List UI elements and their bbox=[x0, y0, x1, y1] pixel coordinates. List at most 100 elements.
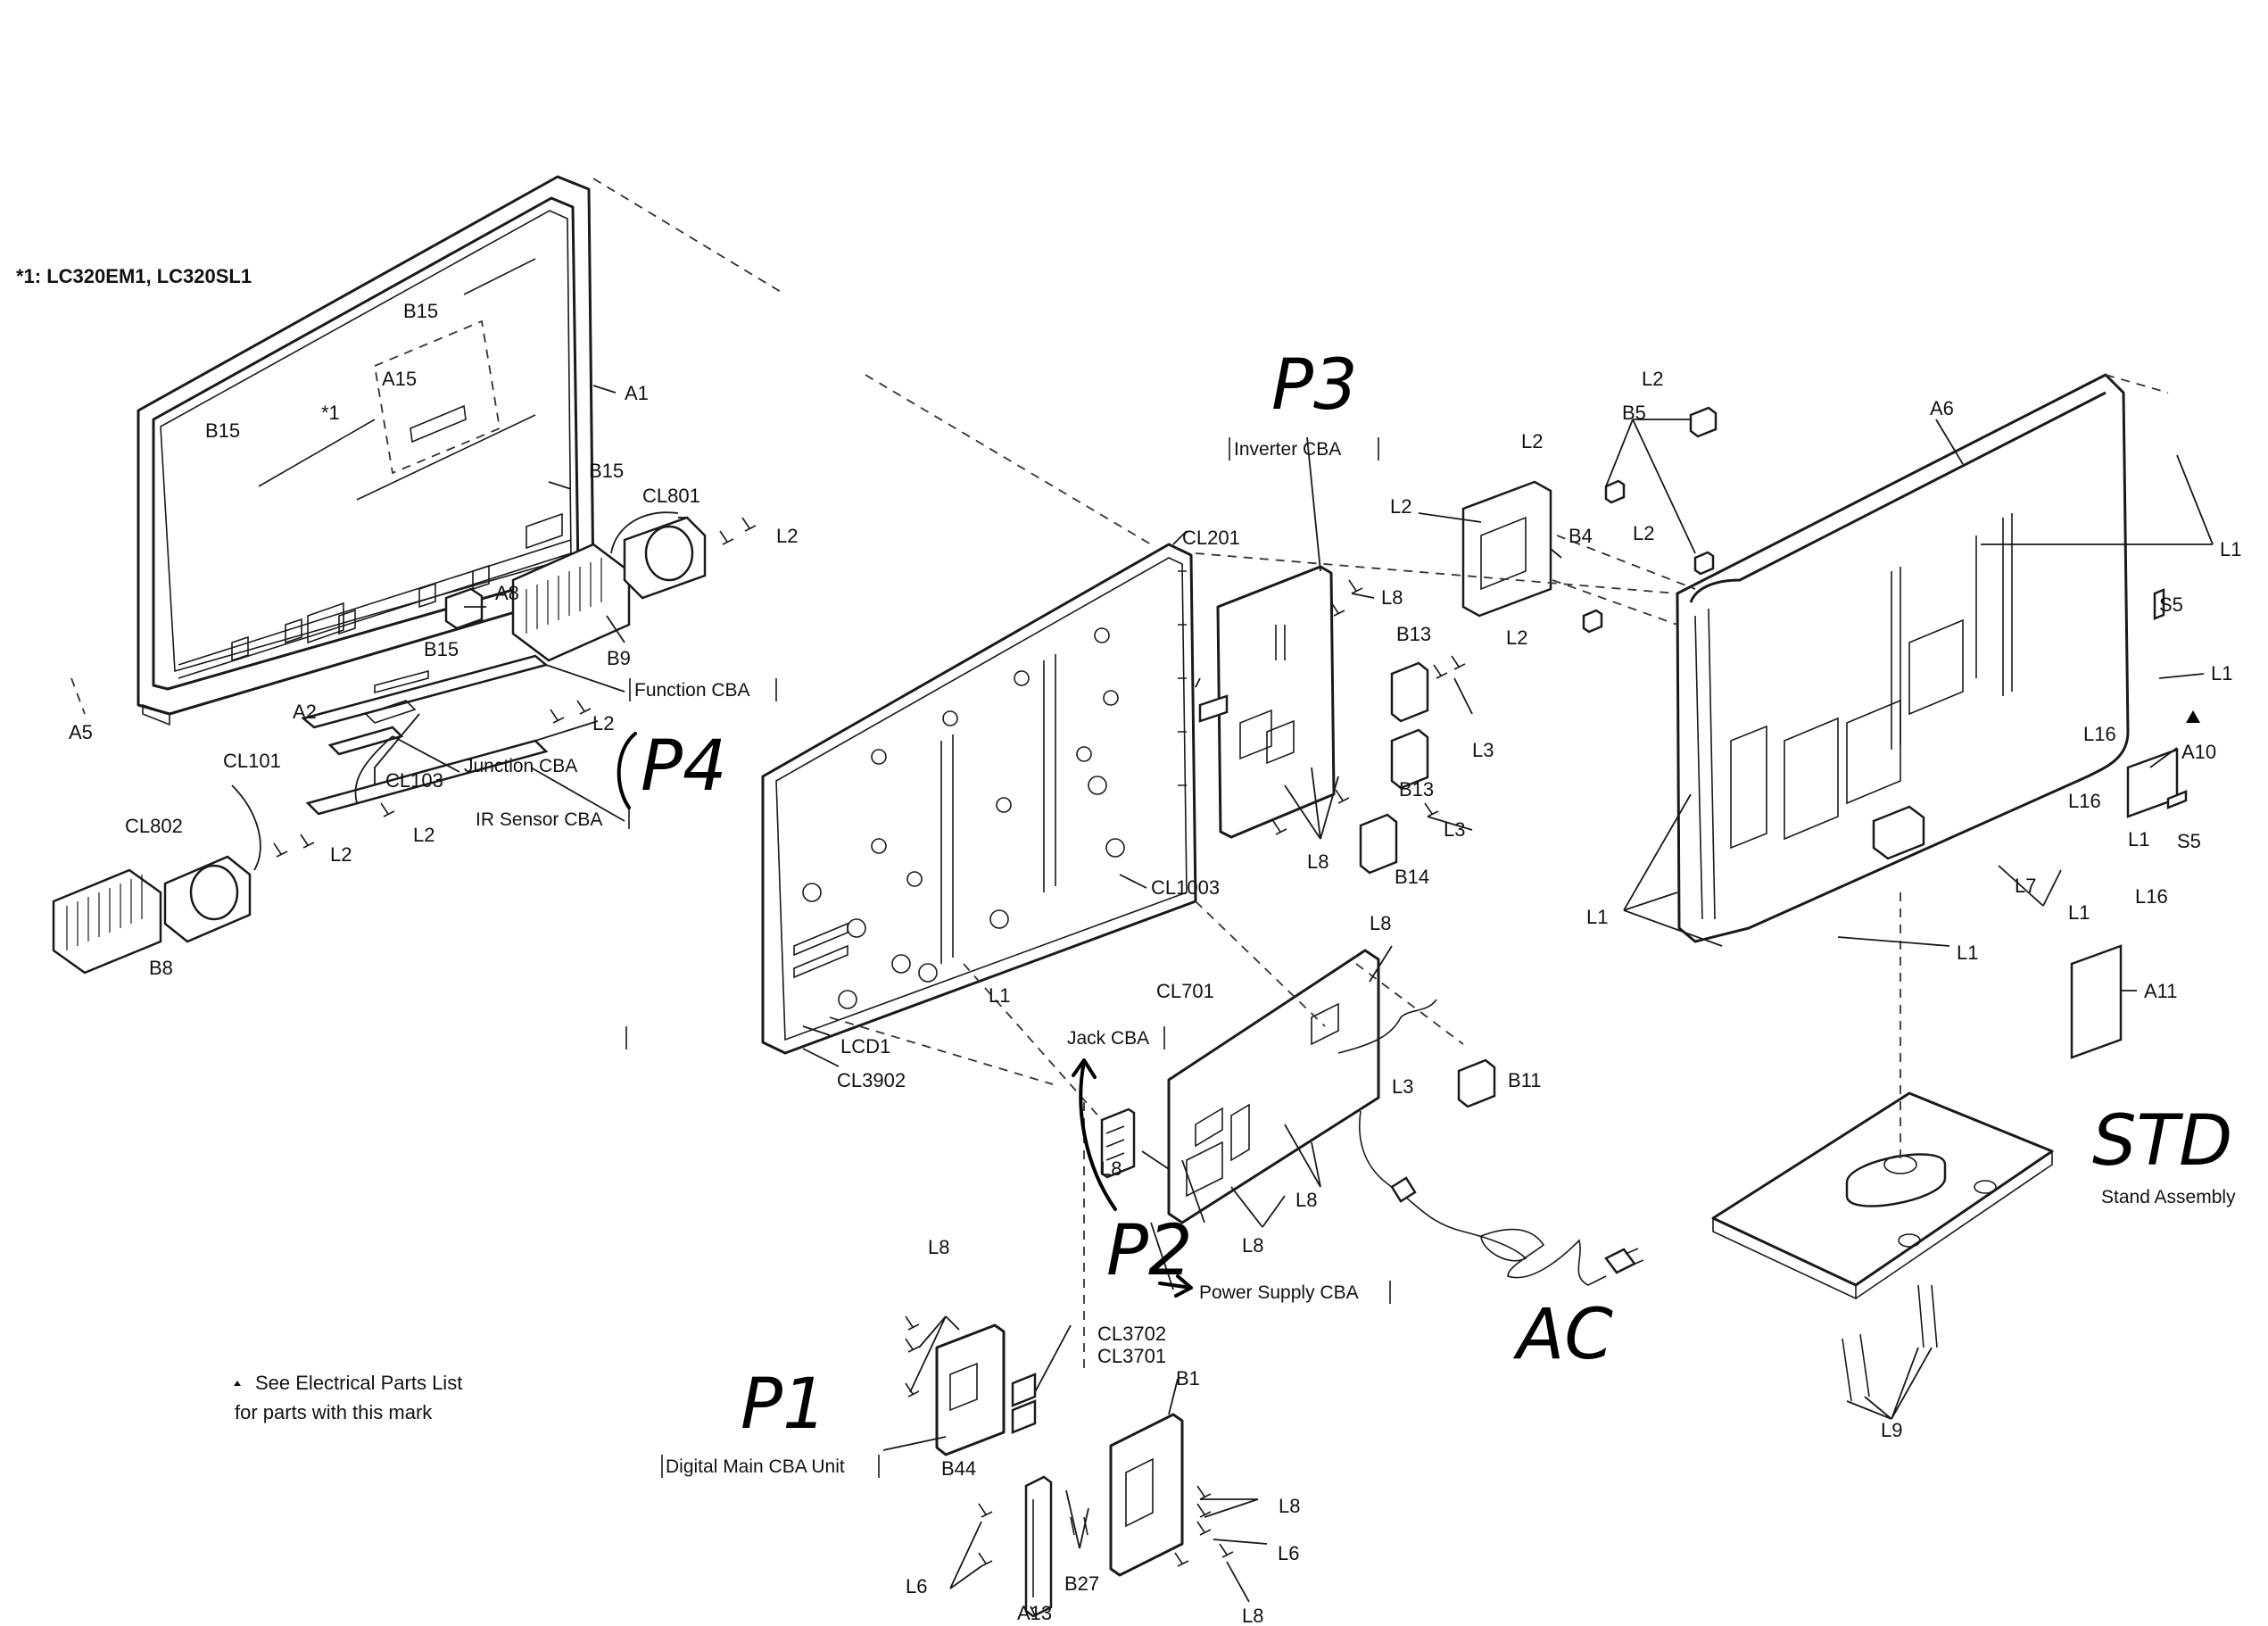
label-b1: B1 bbox=[1176, 1367, 1200, 1390]
label-ir-sensor-cba: IR Sensor CBA bbox=[476, 809, 602, 830]
label-l2: L2 bbox=[776, 525, 798, 547]
speaker-bracket-b8 bbox=[52, 868, 162, 975]
screws-bottom bbox=[905, 1315, 1234, 1567]
label-l16: L16 bbox=[2068, 790, 2101, 812]
label-b13: B13 bbox=[1396, 623, 1431, 645]
label-digital-main-cba: Digital Main CBA Unit bbox=[666, 1456, 845, 1477]
label-b4: B4 bbox=[1569, 525, 1593, 547]
label-l2: L2 bbox=[413, 824, 435, 846]
label-cl701: CL701 bbox=[1156, 980, 1214, 1002]
models-note: *1: LC320EM1, LC320SL1 bbox=[16, 265, 252, 287]
label-l3: L3 bbox=[1392, 1075, 1413, 1098]
label-function-cba: Function CBA bbox=[634, 680, 750, 701]
label-a2: A2 bbox=[293, 701, 317, 723]
handwritten-ac: AC bbox=[1512, 1295, 1613, 1375]
label-l9: L9 bbox=[1881, 1419, 1902, 1441]
label-l16: L16 bbox=[2135, 885, 2168, 908]
label-l2: L2 bbox=[330, 843, 352, 866]
label-cl101: CL101 bbox=[223, 750, 281, 772]
part-a8 bbox=[444, 587, 484, 630]
handwritten-p3: P3 bbox=[1271, 345, 1358, 426]
label-b15: B15 bbox=[205, 419, 240, 442]
label-l1: L1 bbox=[2220, 538, 2241, 560]
label-l1: L1 bbox=[2211, 662, 2232, 684]
label-l2: L2 bbox=[1642, 368, 1663, 390]
label-cl3902: CL3902 bbox=[837, 1069, 906, 1091]
label-l1: L1 bbox=[1957, 942, 1978, 964]
part-s5-top bbox=[2153, 588, 2165, 620]
inverter-board bbox=[1195, 565, 1336, 839]
label-l2: L2 bbox=[1506, 626, 1527, 649]
label-s5: S5 bbox=[2159, 593, 2183, 616]
label-l8: L8 bbox=[1279, 1495, 1300, 1517]
label-cl3701: CL3701 bbox=[1097, 1345, 1166, 1367]
screws-inverter bbox=[1272, 579, 1466, 835]
parts-note-line2: for parts with this mark bbox=[235, 1401, 433, 1423]
label-cl201: CL201 bbox=[1182, 527, 1240, 549]
bracket-b11 bbox=[1457, 1058, 1496, 1108]
label-b15: B15 bbox=[424, 638, 459, 660]
label-l2: L2 bbox=[1390, 495, 1411, 518]
label-inverter-cba: Inverter CBA bbox=[1234, 439, 1341, 460]
label-cl103: CL103 bbox=[385, 769, 443, 792]
label-a11 bbox=[2070, 944, 2123, 1059]
label-l6: L6 bbox=[906, 1575, 927, 1597]
parts-note-line1: See Electrical Parts List bbox=[255, 1372, 462, 1394]
label-jack-cba: Jack CBA bbox=[1067, 1028, 1149, 1049]
label-star1: *1 bbox=[321, 402, 340, 424]
warning-triangle-icon bbox=[2186, 710, 2200, 723]
label-l2: L2 bbox=[592, 712, 614, 734]
label-l1: L1 bbox=[2128, 828, 2149, 850]
label-l8: L8 bbox=[1381, 586, 1403, 609]
label-b44: B44 bbox=[941, 1457, 976, 1480]
label-a15: A15 bbox=[382, 368, 417, 390]
junction-board bbox=[327, 726, 404, 756]
label-b9: B9 bbox=[607, 647, 631, 669]
label-s5: S5 bbox=[2177, 830, 2201, 852]
label-b13: B13 bbox=[1399, 778, 1434, 801]
speaker-cl802 bbox=[163, 784, 261, 943]
label-cl802: CL802 bbox=[125, 815, 183, 837]
label-l1: L1 bbox=[2068, 901, 2090, 924]
power-supply-board bbox=[1167, 949, 1380, 1224]
leader-lines bbox=[392, 385, 2214, 1616]
label-stand-assembly: Stand Assembly bbox=[2101, 1187, 2236, 1207]
label-b11: B11 bbox=[1508, 1069, 1542, 1091]
handwritten-bracket bbox=[617, 732, 637, 809]
digital-main-board bbox=[935, 1323, 1184, 1577]
ac-power-cord bbox=[1337, 999, 1644, 1286]
label-a11: A11 bbox=[2144, 980, 2178, 1002]
label-a6: A6 bbox=[1930, 397, 1954, 419]
label-b5: B5 bbox=[1622, 402, 1646, 424]
screws-l2-left bbox=[273, 517, 757, 858]
label-l16: L16 bbox=[2083, 723, 2116, 745]
speaker-bracket-b9 bbox=[511, 543, 631, 662]
bracket-b13-upper bbox=[1390, 661, 1429, 723]
lcd-panel-lcd1 bbox=[761, 543, 1197, 1055]
speaker-cl801 bbox=[610, 511, 707, 600]
bracket-a13 bbox=[1024, 1475, 1053, 1618]
jack-board bbox=[1100, 1108, 1136, 1179]
bracket-b4 bbox=[1461, 480, 1552, 618]
label-a5: A5 bbox=[69, 721, 93, 743]
label-l3: L3 bbox=[1472, 739, 1494, 761]
label-cl801: CL801 bbox=[642, 485, 700, 507]
label-l1: L1 bbox=[1586, 906, 1608, 928]
handwritten-arrow-power bbox=[1158, 1274, 1193, 1298]
label-l2: L2 bbox=[1633, 522, 1654, 544]
assembly-lines bbox=[70, 178, 2169, 1374]
back-cover-a6 bbox=[1676, 373, 2130, 943]
label-a1: A1 bbox=[625, 382, 649, 404]
label-l6: L6 bbox=[1278, 1542, 1299, 1564]
part-s5-bottom bbox=[2166, 790, 2188, 809]
handwritten-p1: P1 bbox=[741, 1365, 827, 1445]
handwritten-arrow-p2 bbox=[1072, 1058, 1117, 1211]
label-l8: L8 bbox=[1370, 912, 1391, 934]
label-a13: A13 bbox=[1017, 1602, 1052, 1624]
ir-sensor-board bbox=[305, 739, 549, 816]
label-junction-cba: Junction CBA bbox=[464, 756, 577, 776]
label-l8: L8 bbox=[1242, 1234, 1263, 1257]
label-a8: A8 bbox=[495, 582, 519, 604]
